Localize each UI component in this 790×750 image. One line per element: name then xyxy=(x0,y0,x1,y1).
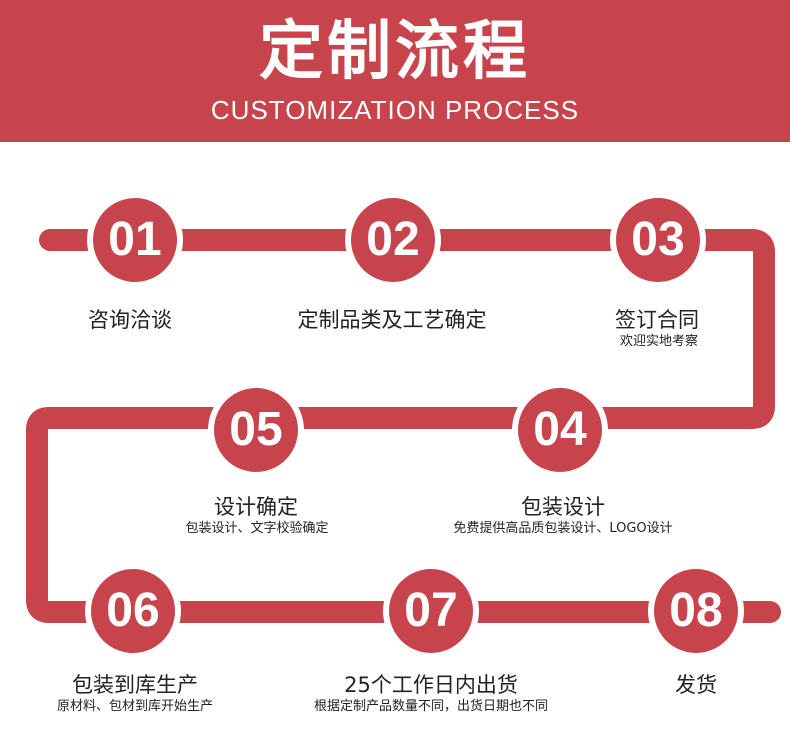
step-05-circle: 05 xyxy=(208,382,304,478)
step-03-desc: 欢迎实地考察 xyxy=(619,334,698,349)
step-03-label: 签订合同 xyxy=(615,308,699,332)
step-02-label: 定制品类及工艺确定 xyxy=(297,308,487,332)
process-track-line xyxy=(26,229,781,623)
step-03-circle: 03 xyxy=(610,192,706,288)
step-02-circle: 02 xyxy=(345,192,441,288)
step-01-circle: 01 xyxy=(87,192,183,288)
step-07-label: 25个工作日内出货 xyxy=(344,673,518,697)
step-01-label: 咨询洽谈 xyxy=(88,308,172,332)
step-05-desc: 包装设计、文字校验确定 xyxy=(185,521,329,536)
step-04-label: 包装设计 xyxy=(521,495,605,519)
header-banner: 定制流程 CUSTOMIZATION PROCESS xyxy=(0,0,790,142)
step-06-circle: 06 xyxy=(85,563,181,659)
page-subtitle: CUSTOMIZATION PROCESS xyxy=(210,95,580,125)
step-07-desc: 根据定制产品数量不同，出货日期也不同 xyxy=(313,699,548,714)
step-04-circle: 04 xyxy=(512,382,608,478)
step-08-circle: 08 xyxy=(648,563,744,659)
step-05-label: 设计确定 xyxy=(214,495,298,519)
step-04-desc: 免费提供高品质包装设计、LOGO设计 xyxy=(453,521,673,536)
page-title: 定制流程 xyxy=(259,15,531,89)
step-08-label: 发货 xyxy=(675,673,717,697)
step-07-circle: 07 xyxy=(383,563,479,659)
step-06-desc: 原材料、包材到库开始生产 xyxy=(56,699,213,714)
step-06-label: 包装到库生产 xyxy=(72,673,198,697)
